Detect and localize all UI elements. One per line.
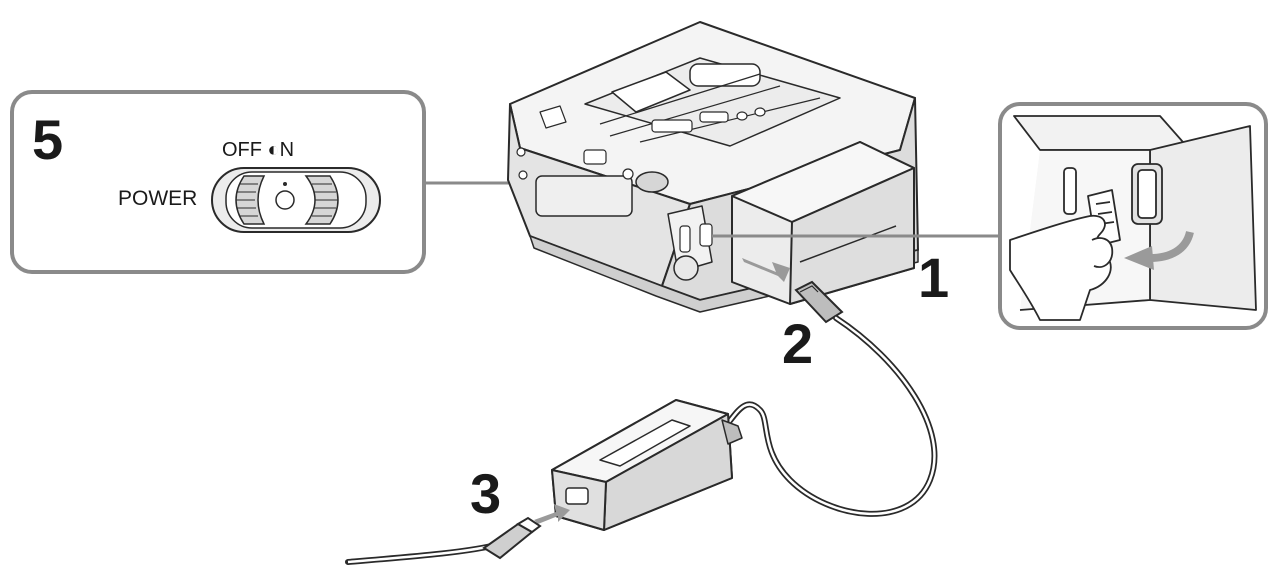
insert-arrow-icon — [742, 258, 790, 282]
step-2-label: 2 — [782, 312, 814, 375]
ac-adaptor — [551, 399, 743, 531]
step-5-label: 5 — [32, 108, 64, 171]
power-switch-inset — [10, 90, 426, 274]
power-positions-label: OFF ◐N — [222, 139, 295, 161]
power-label: POWER — [118, 187, 198, 210]
plug-arrow-icon — [534, 504, 570, 524]
mains-plug — [482, 516, 542, 560]
dc-plug — [794, 280, 844, 324]
step-3-label: 3 — [470, 462, 502, 525]
ac-inlet — [565, 487, 589, 505]
power-switch-icon — [211, 167, 381, 233]
open-cover-arrow-icon — [1124, 246, 1154, 270]
dc-jack-inset — [998, 102, 1268, 330]
dc-cable — [721, 315, 938, 517]
step-1-label: 1 — [918, 246, 950, 309]
